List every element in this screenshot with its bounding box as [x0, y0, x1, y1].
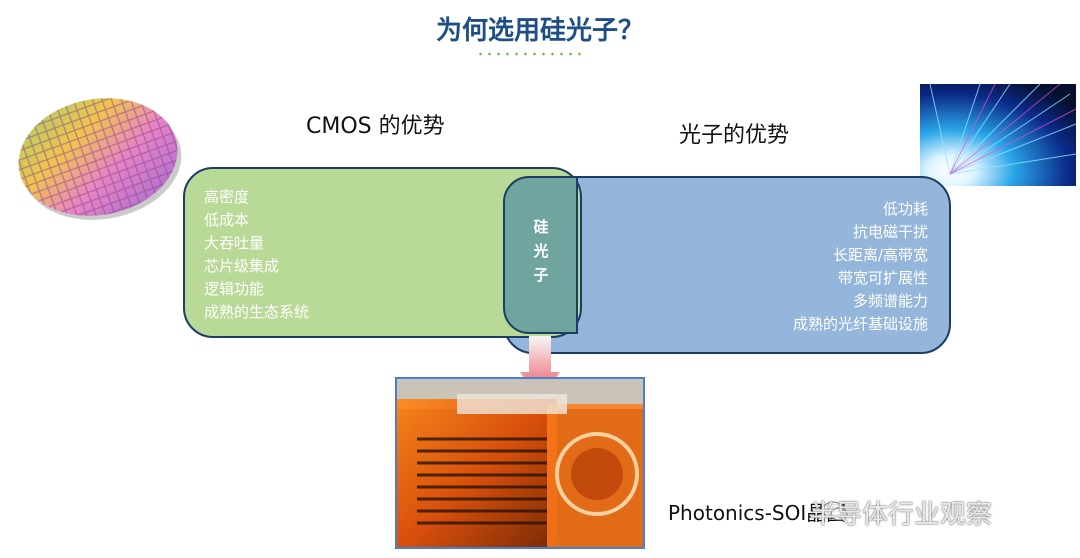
list-item: 长距离/高带宽	[832, 246, 928, 264]
photo-caption: Photonics-SOI晶圆	[668, 501, 847, 525]
photonics-advantages-list: 低功耗 抗电磁干扰 长距离/高带宽 带宽可扩展性 多频谱能力 成熟的光纤基础设施	[793, 198, 928, 336]
cmos-heading: CMOS 的优势	[306, 114, 445, 139]
watermark-text: 半导体行业观察	[810, 500, 993, 530]
list-item: 多频谱能力	[852, 292, 928, 310]
list-item: 带宽可扩展性	[837, 269, 928, 287]
wechat-icon	[822, 501, 848, 521]
list-item: 低成本	[204, 211, 250, 229]
overlap-char: 硅	[533, 218, 549, 236]
page-title: 为何选用硅光子？	[435, 16, 644, 46]
list-item: 低功耗	[882, 200, 928, 218]
photonics-heading: 光子的优势	[679, 123, 790, 148]
list-item: 逻辑功能	[204, 280, 265, 298]
list-item: 大吞吐量	[204, 234, 265, 252]
silicon-photonics-overlap	[503, 176, 578, 334]
wafer-image	[14, 95, 182, 220]
overlap-char: 子	[533, 266, 549, 284]
wafer-carrier-illustration	[397, 379, 643, 547]
fiber-optic-image	[920, 84, 1076, 186]
cmos-advantages-list: 高密度 低成本 大吞吐量 芯片级集成 逻辑功能 成熟的生态系统	[204, 186, 309, 324]
overlap-char: 光	[533, 242, 549, 260]
list-item: 抗电磁干扰	[852, 223, 928, 241]
list-item: 芯片级集成	[204, 257, 280, 275]
list-item: 成熟的生态系统	[204, 303, 310, 321]
title-underline-dots	[476, 52, 586, 56]
wafer-carrier-photo	[395, 377, 645, 549]
overlap-label: 硅 光 子	[527, 215, 555, 287]
list-item: 高密度	[204, 188, 250, 206]
list-item: 成熟的光纤基础设施	[792, 315, 928, 333]
